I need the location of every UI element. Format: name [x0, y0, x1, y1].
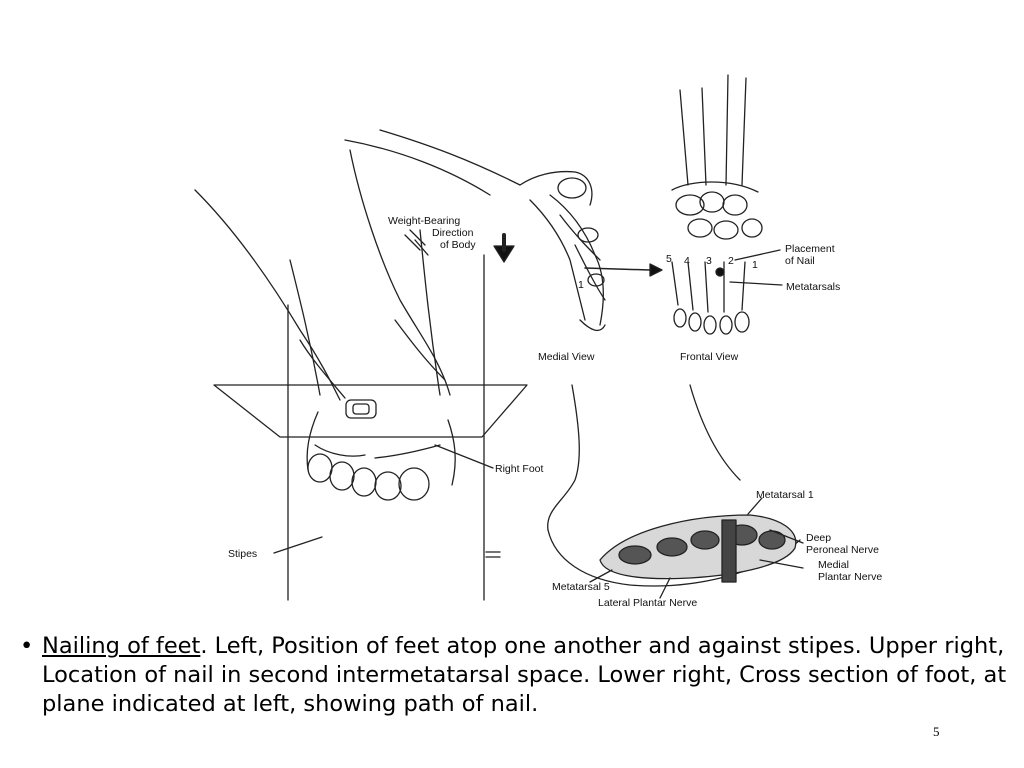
- section-plane: [213, 384, 528, 438]
- label-digit-1: 1: [752, 259, 758, 271]
- caption-text: Nailing of feet. Left, Position of feet …: [42, 632, 1010, 719]
- label-metatarsal-1: Metatarsal 1: [756, 489, 814, 501]
- caption-body: . Left, Position of feet atop one anothe…: [42, 633, 1007, 717]
- label-lateral-plantar: Lateral Plantar Nerve: [598, 597, 697, 609]
- medial-view-illustration: [493, 170, 663, 332]
- label-digit-3: 3: [706, 255, 712, 267]
- label-placement-1: Placement: [785, 243, 835, 255]
- label-stipes: Stipes: [228, 548, 257, 560]
- frontal-view-illustration: [671, 74, 783, 335]
- label-weight-1: Weight-Bearing: [388, 215, 460, 227]
- label-weight-2: Direction: [432, 227, 474, 239]
- label-placement-2: of Nail: [785, 255, 815, 267]
- label-medial-plantar-1: Medial: [818, 559, 849, 571]
- label-medial-view: Medial View: [538, 351, 595, 363]
- nail-shaft: [721, 519, 737, 583]
- label-deep-2: Peroneal Nerve: [806, 544, 879, 556]
- cross-section-illustration: [547, 384, 804, 599]
- label-frontal-view: Frontal View: [680, 351, 739, 363]
- slide-number: 5: [933, 724, 940, 739]
- label-medial-digit: 1: [578, 279, 584, 291]
- label-digit-2: 2: [728, 255, 734, 267]
- crucifixion-feet-diagram: Weight-Bearing Direction of Body Medial …: [194, 74, 882, 609]
- label-metatarsals: Metatarsals: [786, 281, 840, 293]
- label-right-foot: Right Foot: [495, 463, 544, 475]
- diagram-labels: Weight-Bearing Direction of Body Medial …: [228, 215, 882, 609]
- nail-placement-dot: [715, 267, 725, 277]
- label-metatarsal-5: Metatarsal 5: [552, 581, 610, 593]
- left-feet-illustration: [194, 129, 528, 601]
- label-digit-5: 5: [666, 253, 672, 265]
- bullet-point: •: [20, 633, 34, 659]
- label-digit-4: 4: [684, 255, 690, 267]
- label-deep-1: Deep: [806, 532, 831, 544]
- slide-caption: • Nailing of feet. Left, Position of fee…: [20, 632, 1010, 719]
- label-medial-plantar-2: Plantar Nerve: [818, 571, 882, 583]
- caption-title: Nailing of feet: [42, 633, 201, 659]
- nail-head: [345, 399, 377, 419]
- label-weight-3: of Body: [440, 239, 476, 251]
